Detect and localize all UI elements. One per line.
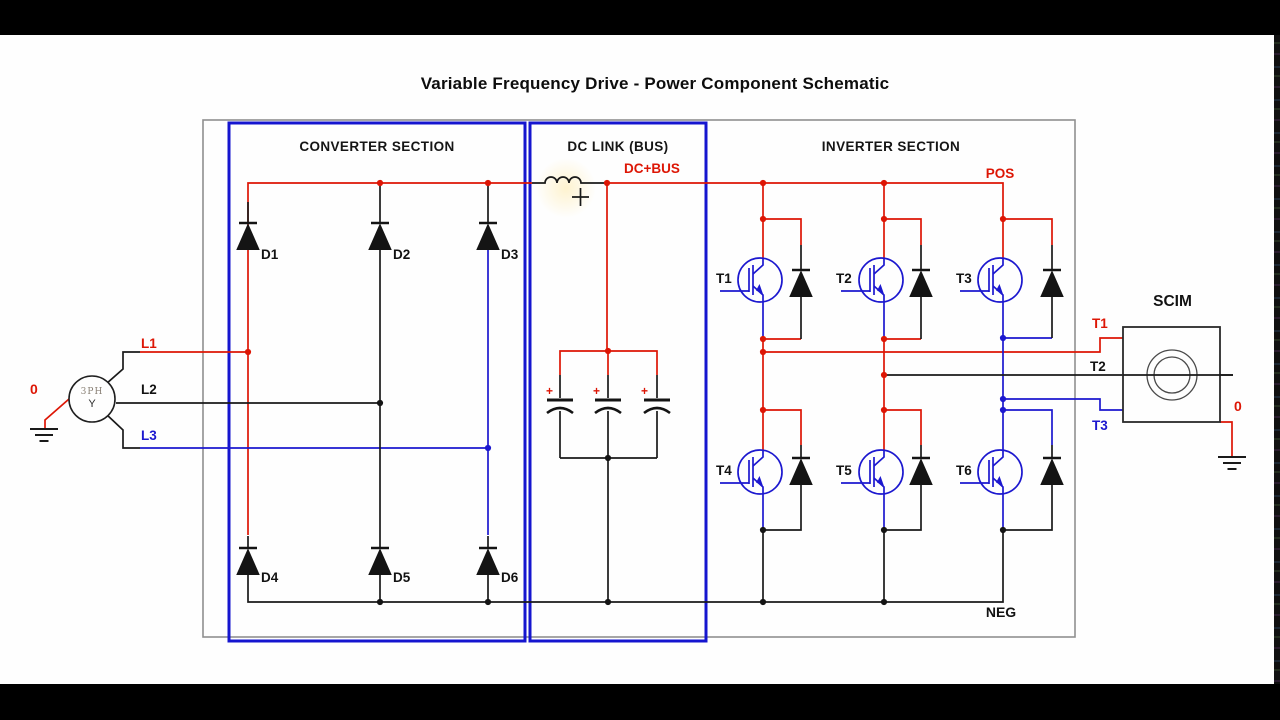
inverter-section-label: INVERTER SECTION (821, 139, 961, 154)
phase-l2-label: L2 (141, 382, 157, 397)
rectifier-bridge (235, 221, 501, 576)
dc-capacitor-1 (545, 397, 575, 415)
dc-choke-inductor (532, 176, 607, 184)
wire-source-neutral (44, 398, 70, 429)
inductor-highlight-halo (536, 158, 596, 218)
enclosure-boxes (202, 119, 1076, 643)
blue-wiring (140, 249, 1123, 535)
freewheel-diode-t4 (788, 456, 814, 486)
inductor-plus-mark (572, 188, 589, 206)
dc-capacitor-3 (642, 397, 672, 415)
ground-symbol-motor (1217, 456, 1247, 470)
igbt-t4-label: T4 (716, 463, 732, 478)
dc-capacitor-2 (593, 397, 623, 415)
igbt-t1-label: T1 (716, 271, 732, 286)
letterbox-bottom-bar (0, 684, 1280, 720)
igbt-t6-label: T6 (956, 463, 972, 478)
freewheel-diode-t3 (1039, 268, 1065, 298)
motor-terminal-t3-label: T3 (1092, 418, 1108, 433)
converter-section-box (227, 121, 527, 643)
red-wiring (44, 182, 1233, 535)
freewheel-diode-t1 (788, 268, 814, 298)
dc-link-capacitors (545, 397, 672, 415)
motor-terminal-t1-label: T1 (1092, 316, 1108, 331)
freewheel-diode-t5 (908, 456, 934, 486)
source-wye-label: Y (88, 398, 96, 410)
neg-bus-label: NEG (985, 604, 1017, 620)
diode-d1-label: D1 (261, 247, 279, 262)
cap1-polarity: + (546, 384, 554, 398)
diode-d4-label: D4 (261, 570, 279, 585)
rectifier-diode-d4 (235, 546, 261, 576)
freewheel-diode-t2 (908, 268, 934, 298)
source-neutral-label: 0 (30, 381, 38, 397)
rectifier-diode-d5 (367, 546, 393, 576)
wire-motor-neutral (1220, 421, 1233, 457)
wire-neg-bus (247, 530, 1004, 603)
diode-d5-label: D5 (393, 570, 411, 585)
letterbox-top-bar (0, 0, 1280, 35)
phase-l1-label: L1 (141, 336, 157, 351)
igbt-t2-label: T2 (836, 271, 852, 286)
wire-phase-t3 (1003, 398, 1123, 411)
motor-terminal-t2-label: T2 (1090, 359, 1106, 374)
converter-section-label: CONVERTER SECTION (299, 139, 455, 154)
pos-bus-label: POS (985, 166, 1015, 181)
diode-d6-label: D6 (501, 570, 519, 585)
inverter-bridge (719, 257, 1065, 495)
cap2-polarity: + (593, 384, 601, 398)
source-circle (68, 375, 116, 423)
outer-gray-box (202, 119, 1076, 638)
igbt-t3-label: T3 (956, 271, 972, 286)
three-phase-source (29, 375, 116, 442)
igbt-t5-label: T5 (836, 463, 852, 478)
rectifier-diode-d6 (475, 546, 501, 576)
diode-d3-label: D3 (501, 247, 519, 262)
rectifier-diode-d1 (235, 221, 261, 251)
source-type-label: 3PH (80, 387, 104, 397)
motor-neutral-label: 0 (1234, 398, 1242, 414)
scim-motor (1122, 326, 1247, 470)
wire-pos-bus (607, 182, 1004, 219)
freewheel-diode-t6 (1039, 456, 1065, 486)
wire-phase-t1 (763, 337, 1123, 353)
rectifier-diode-d3 (475, 221, 501, 251)
rectifier-diode-d2 (367, 221, 393, 251)
phase-l3-label: L3 (141, 428, 157, 443)
black-wiring (105, 176, 1233, 603)
dc-link-section-label: DC LINK (BUS) (567, 139, 669, 154)
wire-l1-column-and-top-bus (247, 182, 532, 535)
junction-dots (244, 179, 1007, 606)
ground-symbol-source (29, 428, 59, 442)
page-title: Variable Frequency Drive - Power Compone… (420, 74, 890, 93)
dc-link-section-box (528, 121, 708, 643)
motor-name-label: SCIM (1153, 293, 1192, 310)
diode-d2-label: D2 (393, 247, 411, 262)
video-edge-artifact-strip (1274, 35, 1280, 684)
cap3-polarity: + (641, 384, 649, 398)
wire-source-to-l3 (105, 413, 140, 449)
dc-plus-bus-label: DC+BUS (624, 161, 680, 176)
wire-source-to-l1 (105, 351, 140, 385)
